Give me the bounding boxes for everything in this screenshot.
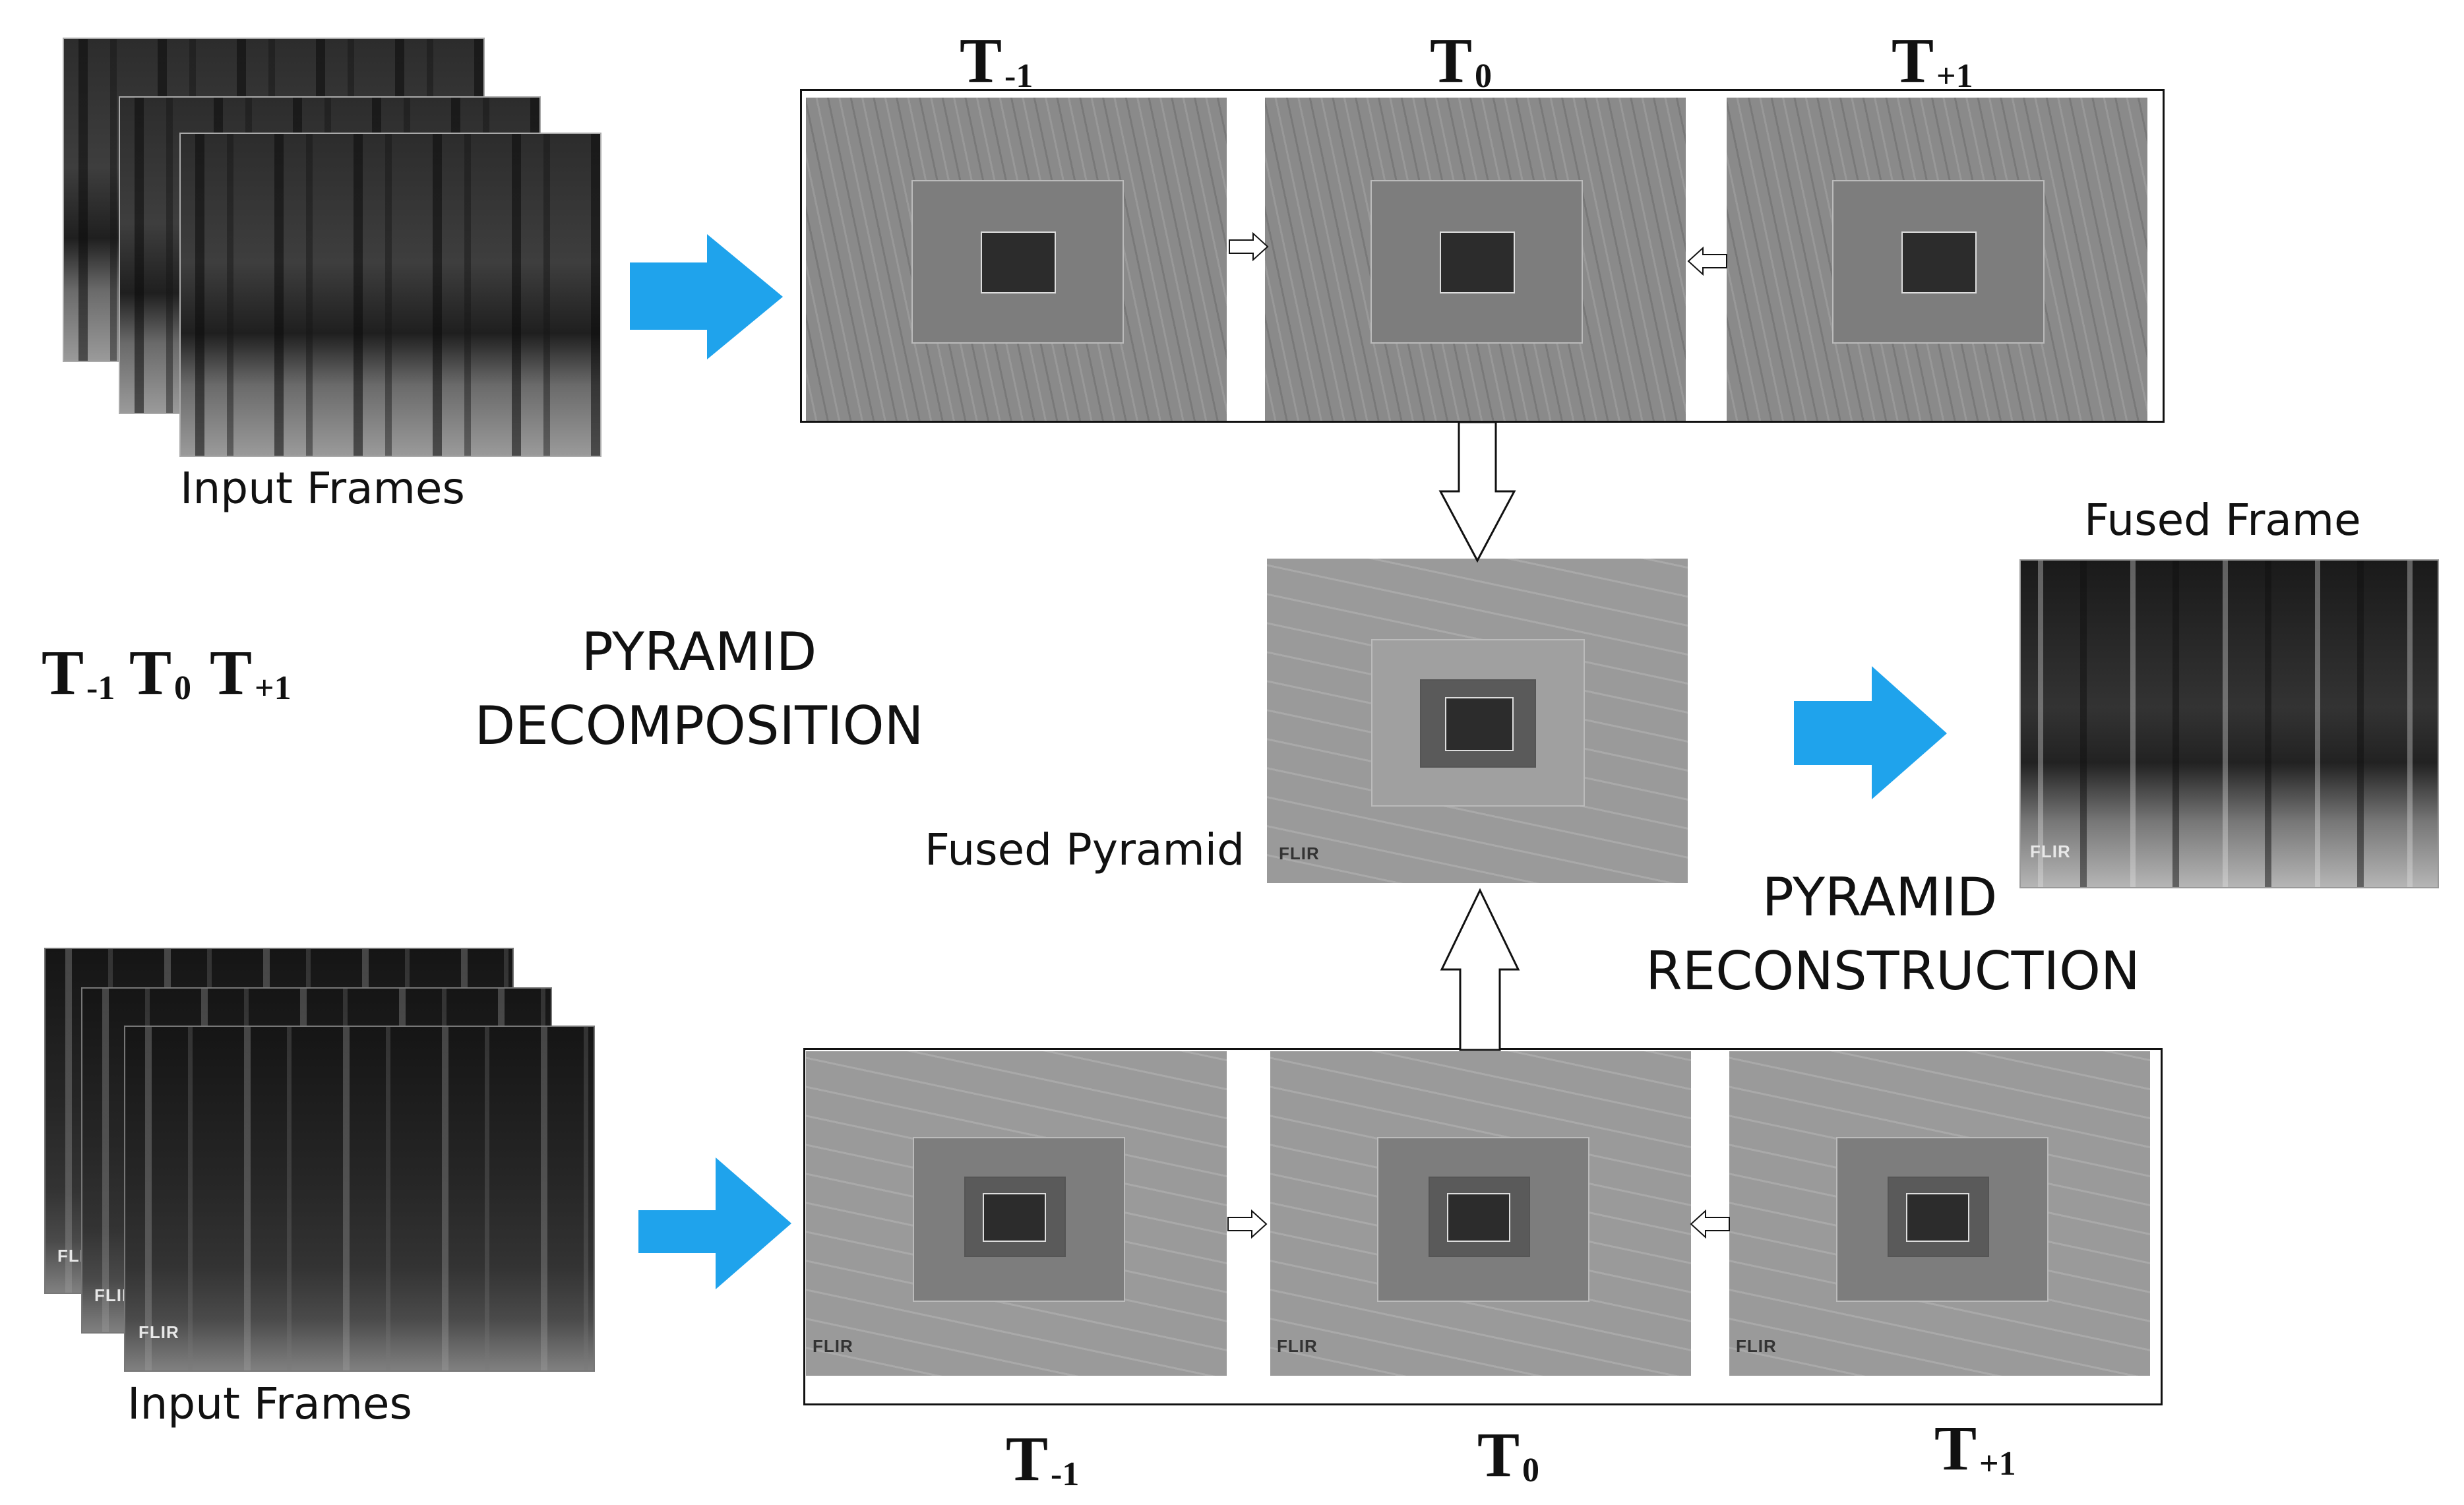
fused-pyramid-image: FLIR <box>1267 559 1688 883</box>
pyramid-reconstruction-label: PYRAMID RECONSTRUCTION <box>1646 867 2140 1002</box>
small-arrow-top-right <box>1229 231 1269 262</box>
small-arrow-bottom-left <box>1690 1209 1730 1239</box>
small-arrow-top-left <box>1687 246 1727 276</box>
legend-t-plus1: T+1 <box>210 637 292 708</box>
bottom-label-t-minus1: T-1 <box>1006 1423 1080 1494</box>
bottom-pyramid-t-minus1: FLIR <box>806 1051 1227 1376</box>
hollow-arrow-up <box>1440 888 1520 1051</box>
fused-frame-image: FLIR <box>2019 559 2439 888</box>
bottom-label-t-zero: T0 <box>1477 1419 1540 1490</box>
legend-t-zero: T0 <box>129 637 192 708</box>
flir-logo: FLIR <box>1279 844 1320 863</box>
top-label-t-plus1: T+1 <box>1892 25 1973 96</box>
flir-logo: FLIR <box>1277 1336 1318 1356</box>
blue-arrow-bottom <box>638 1157 791 1289</box>
fused-pyramid-label: Fused Pyramid <box>925 824 1245 875</box>
flir-logo: FLIR <box>2030 842 2071 861</box>
bottom-pyramid-t-zero: FLIR <box>1270 1051 1691 1376</box>
flir-logo: FLIR <box>139 1322 179 1342</box>
top-pyramid-t-plus1 <box>1727 98 2147 421</box>
top-pyramid-t-minus1 <box>806 98 1227 421</box>
fused-frame-label: Fused Frame <box>2084 495 2361 545</box>
top-label-t-zero: T0 <box>1430 25 1493 96</box>
top-label-t-minus1: T-1 <box>960 25 1033 96</box>
flir-logo: FLIR <box>813 1336 853 1356</box>
input-frames-top-label: Input Frames <box>180 463 465 514</box>
input-frame-ir-3: FLIR <box>124 1026 595 1372</box>
bottom-pyramid-t-plus1: FLIR <box>1729 1051 2150 1376</box>
input-frames-bottom-label: Input Frames <box>127 1378 412 1429</box>
small-arrow-bottom-right <box>1227 1209 1268 1239</box>
legend-t-minus1: T-1 <box>42 637 115 708</box>
bottom-label-t-plus1: T+1 <box>1934 1413 2016 1483</box>
flir-logo: FLIR <box>1736 1336 1777 1356</box>
top-pyramid-t-zero <box>1265 98 1686 421</box>
pyramid-decomposition-label: PYRAMID DECOMPOSITION <box>474 621 924 756</box>
hollow-arrow-down <box>1438 421 1516 563</box>
blue-arrow-top <box>630 234 783 359</box>
blue-arrow-right <box>1794 666 1947 799</box>
input-frame-visible-3 <box>179 133 601 457</box>
